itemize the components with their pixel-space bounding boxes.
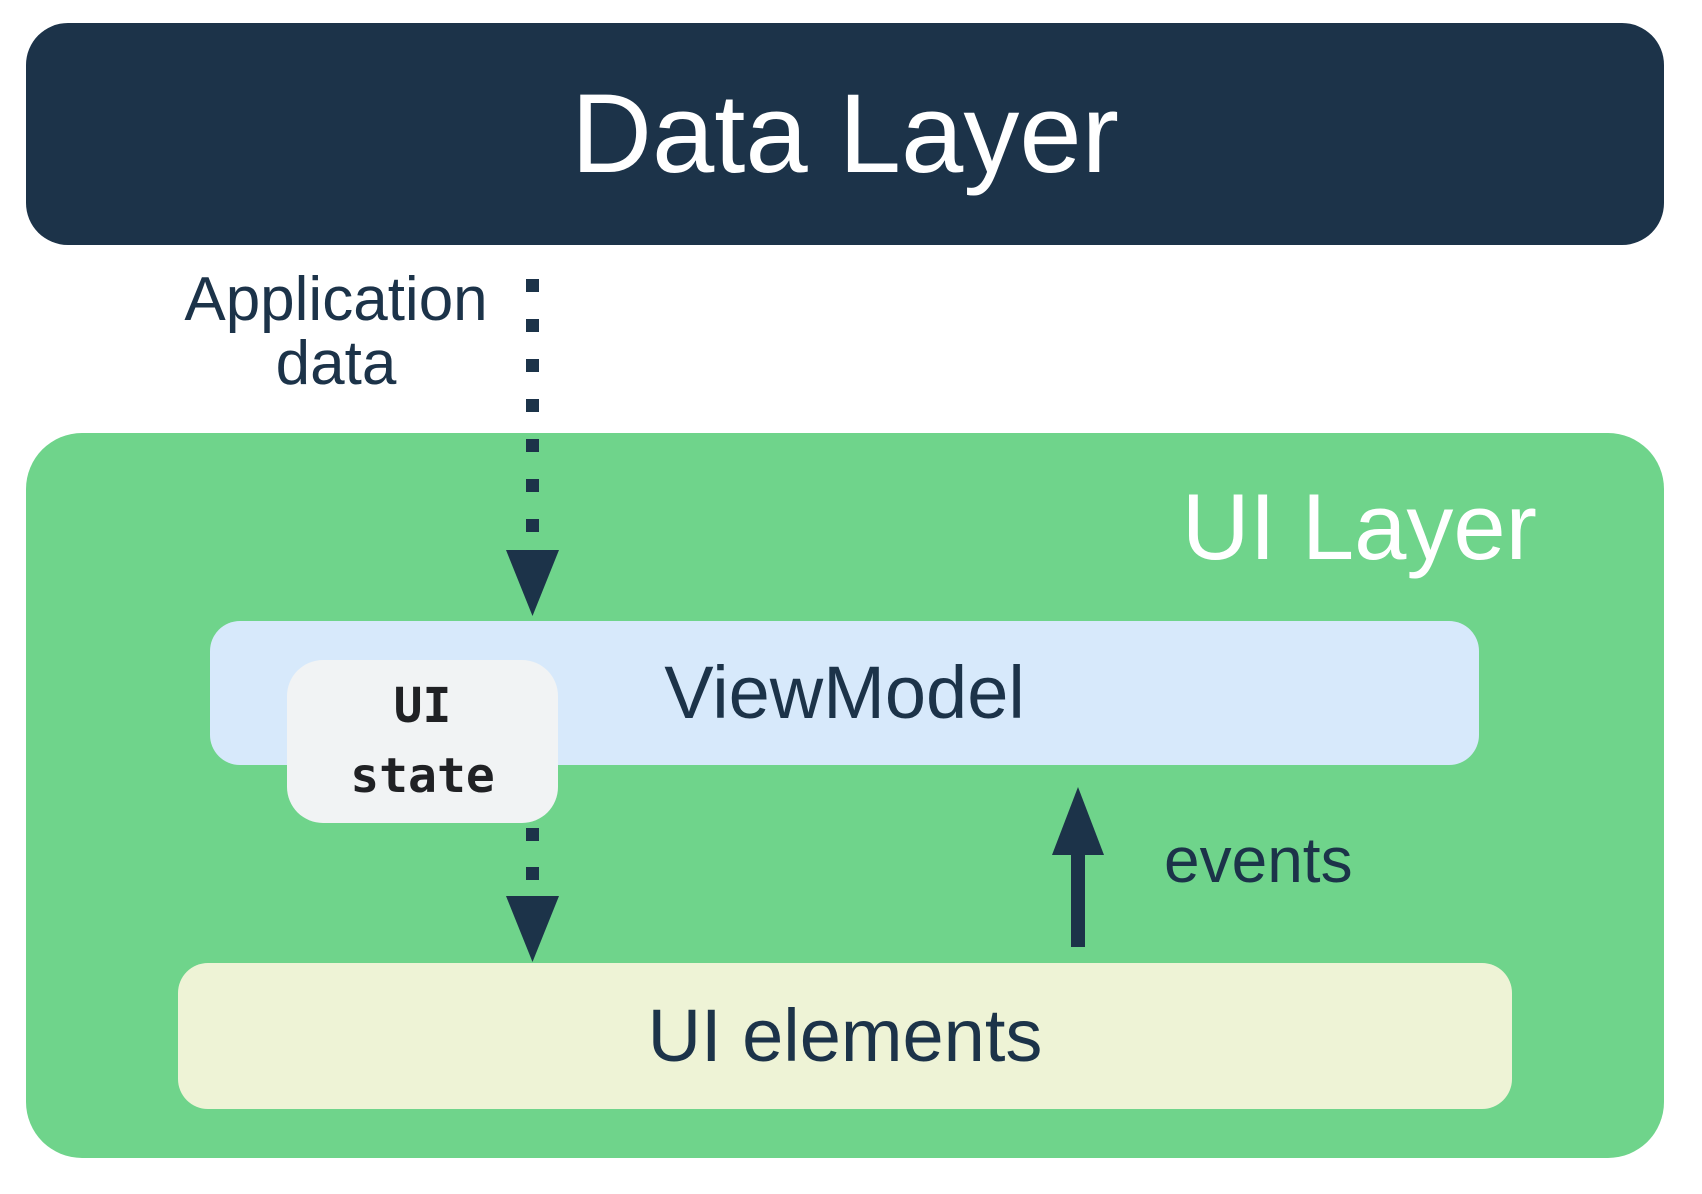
ui-elements-box: UI elements [178,963,1512,1109]
ui-elements-label: UI elements [647,994,1043,1077]
application-data-label: Application data [184,265,488,398]
ui-layer-label: UI Layer [1181,474,1537,579]
data-layer-box: Data Layer [26,23,1664,245]
ui-state-badge: UI state [287,660,558,823]
events-label: events [1164,824,1353,896]
data-layer-label: Data Layer [571,71,1119,196]
ui-state-label: UI state [350,678,495,804]
viewmodel-label: ViewModel [664,651,1025,734]
